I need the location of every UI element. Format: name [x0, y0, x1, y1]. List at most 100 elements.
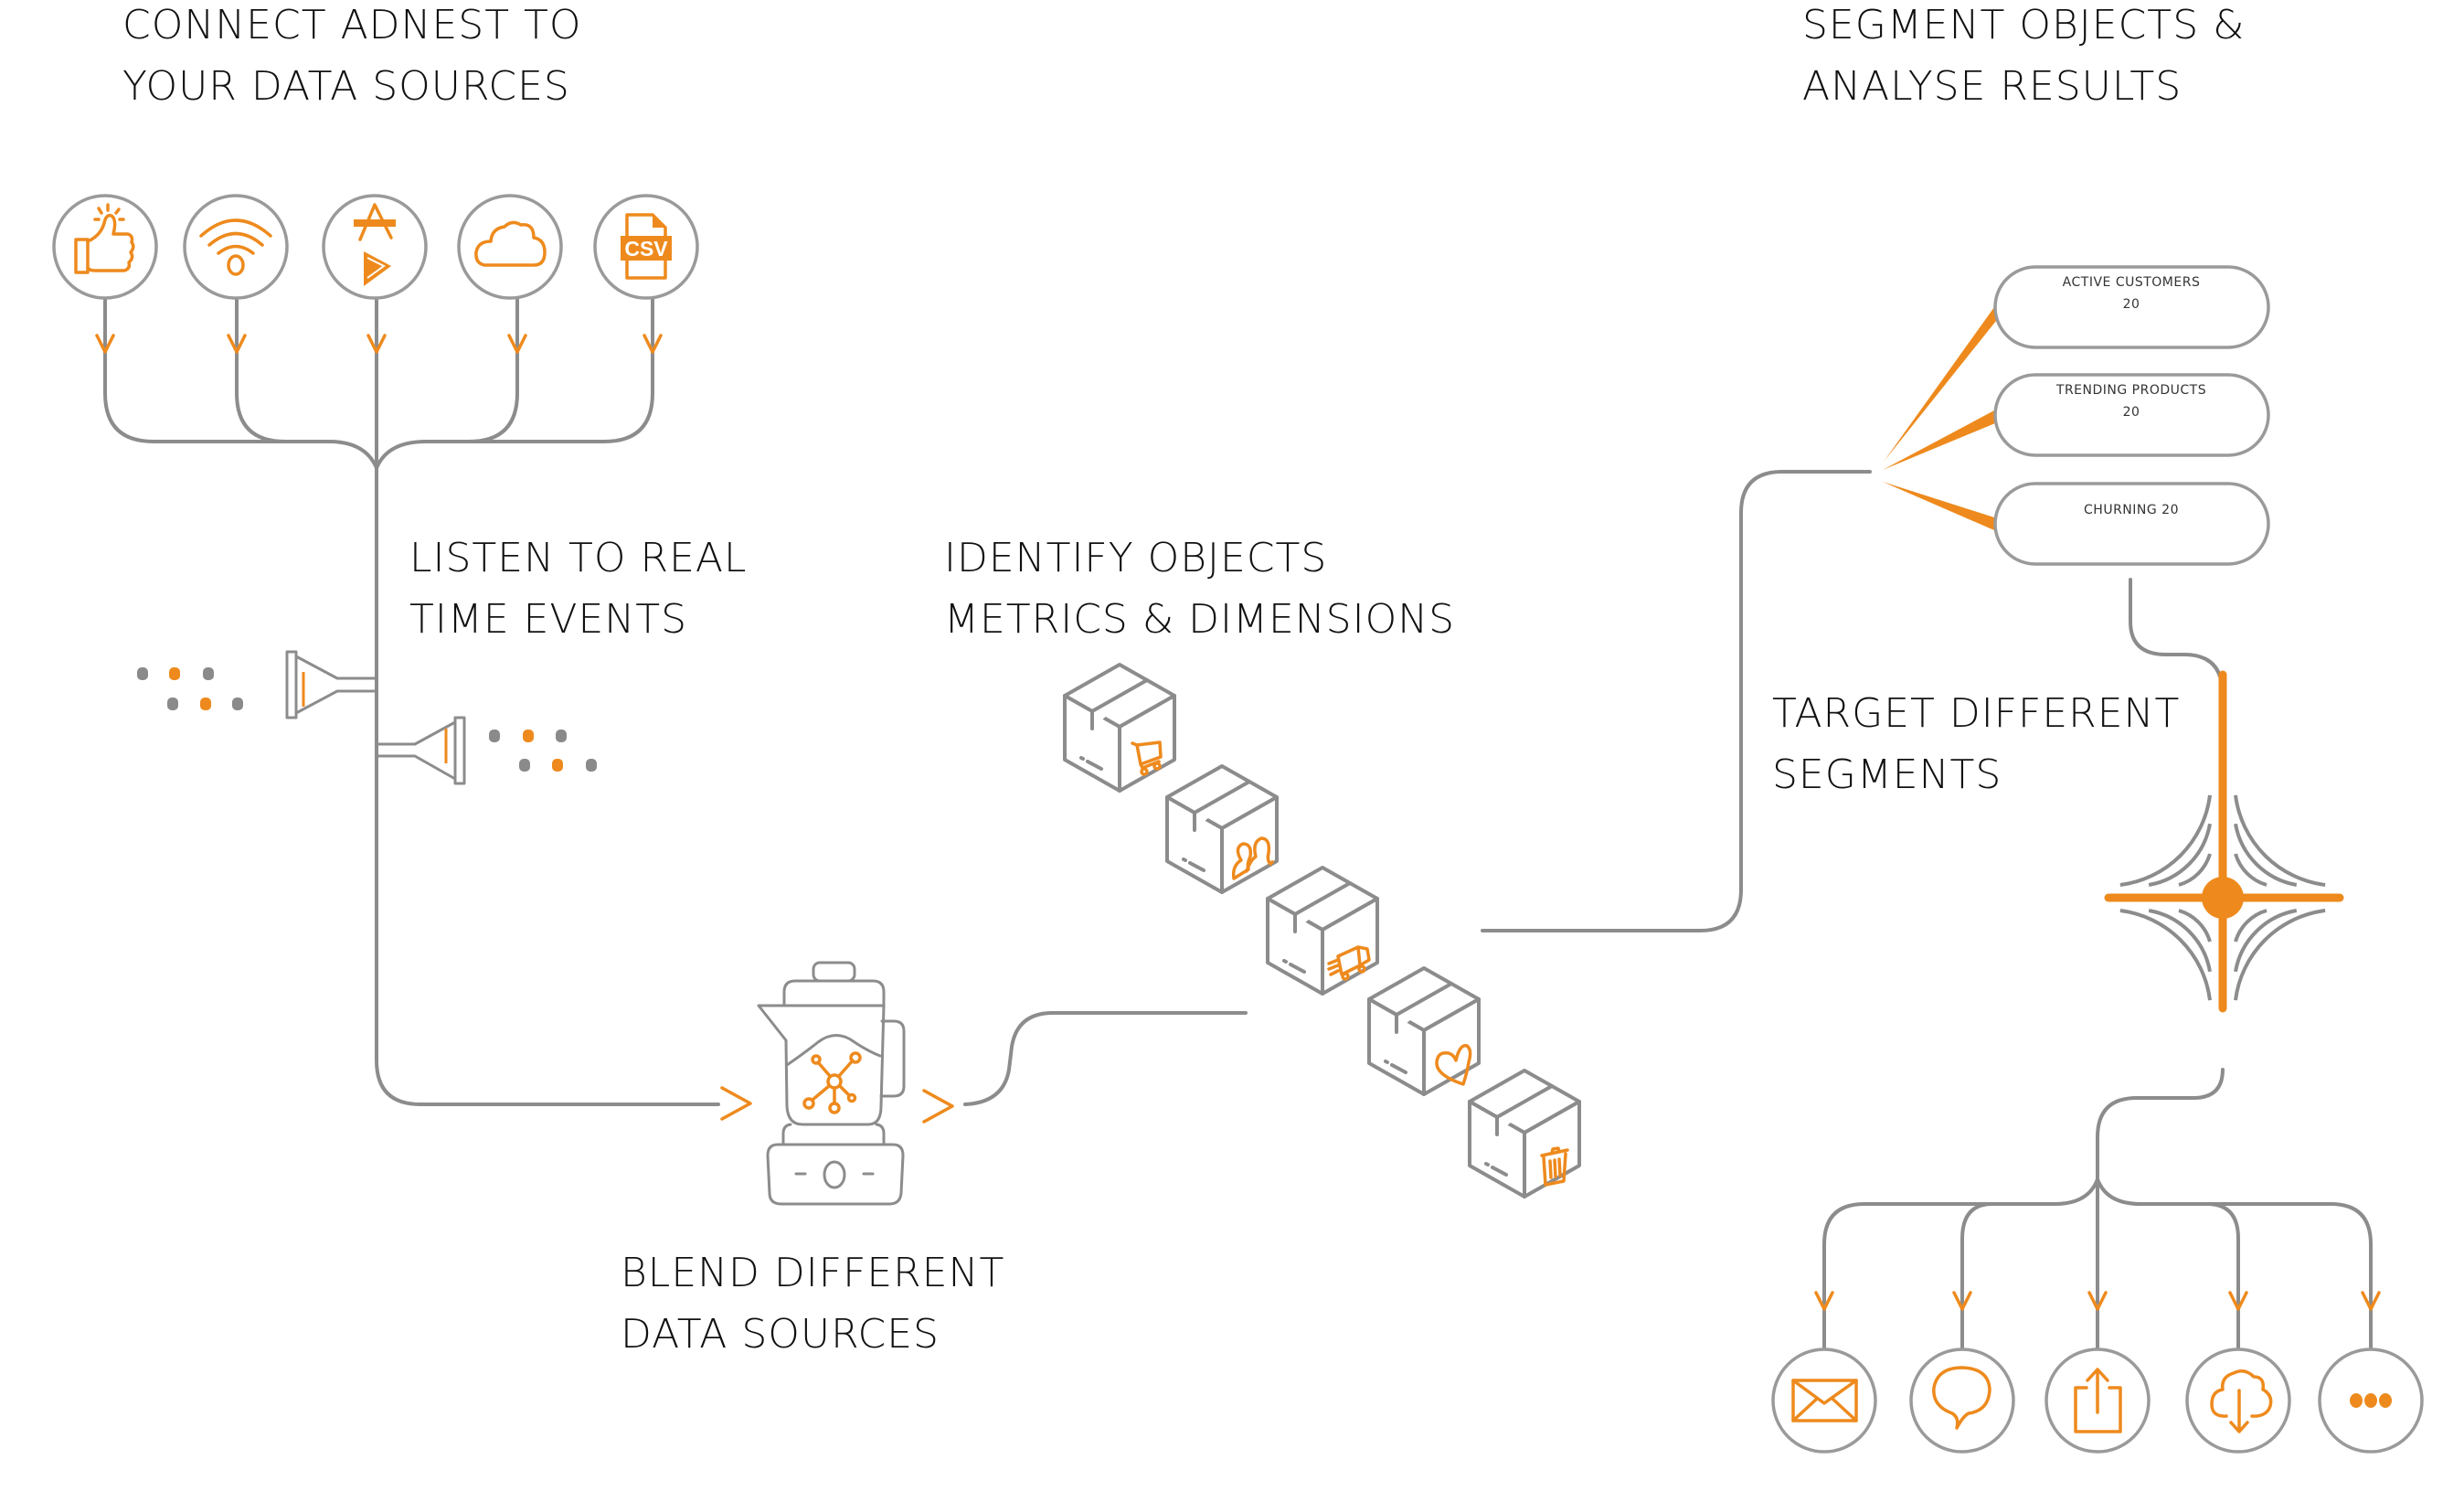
users-icon	[1231, 836, 1274, 880]
arrow-right-icon	[720, 1086, 752, 1121]
data-source-app-stores[interactable]	[322, 194, 428, 300]
output-branch-lines	[1822, 1068, 2373, 1351]
heading-target-line2: SEGMENTS	[1772, 751, 2002, 798]
event-dot	[169, 667, 180, 680]
arrow-down-icon	[95, 334, 115, 354]
event-dot	[556, 730, 567, 742]
target-ring	[2148, 909, 2212, 973]
app-store-play-icon	[354, 203, 396, 286]
object-box[interactable]	[1266, 866, 1379, 996]
arrow-down-icon	[227, 334, 247, 354]
wifi-icon	[199, 218, 272, 276]
segment-pill[interactable]: TRENDING PRODUCTS 20	[1993, 373, 2270, 457]
event-dot	[203, 667, 214, 680]
arrow-down-icon	[2087, 1291, 2108, 1311]
data-source-wifi[interactable]	[183, 194, 289, 300]
heading-connect-data-sources: CONNECT ADNEST TO YOUR DATA SOURCES	[122, 0, 582, 117]
output-arrows	[1814, 1291, 2381, 1311]
heading-identify-objects: IDENTIFY OBJECTS METRICS & DIMENSIONS	[944, 527, 1455, 650]
cloud-download-icon	[2210, 1369, 2273, 1433]
heading-identify-line1: IDENTIFY OBJECTS	[944, 535, 1328, 581]
object-boxes	[1063, 663, 1581, 1198]
object-box[interactable]	[1063, 663, 1176, 793]
object-box[interactable]	[1468, 1069, 1581, 1198]
csv-label: CSV	[624, 237, 668, 261]
source-arrows	[95, 334, 663, 354]
chat-bubble-icon	[1932, 1366, 1991, 1430]
heading-target-segments: TARGET DIFFERENT SEGMENTS	[1772, 683, 2180, 805]
segment-fan-rays	[1883, 307, 1996, 530]
data-source-csv[interactable]: CSV	[593, 194, 699, 300]
output-share[interactable]	[2044, 1348, 2151, 1454]
event-dot	[489, 730, 500, 742]
source-merge-lines	[103, 298, 720, 1106]
target-ring	[2234, 794, 2326, 887]
event-dots-right	[489, 730, 597, 772]
event-dot	[552, 759, 563, 772]
event-dot	[519, 759, 530, 772]
more-dots-icon	[2350, 1393, 2392, 1408]
event-dots-left	[137, 667, 243, 710]
heading-listen-events: LISTEN TO REAL TIME EVENTS	[409, 527, 747, 650]
heading-segment-line1: SEGMENT OBJECTS &	[1802, 2, 2246, 48]
segment-name: TRENDING PRODUCTS	[2055, 383, 2206, 398]
network-icon	[802, 1051, 862, 1114]
event-dot	[200, 698, 211, 710]
event-dot	[167, 698, 178, 710]
cloud-icon	[474, 220, 547, 267]
segment-count: 20	[2123, 297, 2140, 312]
output-chat[interactable]	[1909, 1348, 2015, 1454]
event-dot	[137, 667, 148, 680]
heading-identify-line2: METRICS & DIMENSIONS	[944, 596, 1456, 643]
blend-to-objects-line	[963, 1011, 1248, 1106]
arrow-down-icon	[1952, 1291, 1972, 1311]
target-ring	[2178, 909, 2212, 943]
arrow-down-icon	[507, 334, 527, 354]
arrow-down-icon	[2361, 1291, 2381, 1311]
csv-file-icon: CSV	[621, 213, 672, 280]
arrow-down-icon	[1814, 1291, 1834, 1311]
blender-icon[interactable]	[757, 961, 906, 1206]
target-ring	[2148, 823, 2212, 887]
data-source-cloud[interactable]	[457, 194, 563, 300]
segment-name: ACTIVE CUSTOMERS	[2063, 275, 2201, 290]
target-ring	[2234, 823, 2298, 887]
delivery-truck-icon	[1327, 945, 1371, 981]
output-cloud-download[interactable]	[2185, 1348, 2291, 1454]
segment-name: CHURNING 20	[2084, 503, 2179, 517]
segment-count: 20	[2123, 405, 2140, 420]
objects-to-segments-line	[1481, 470, 1872, 932]
segments-to-target-line	[2129, 578, 2225, 761]
heading-connect-line2: YOUR DATA SOURCES	[122, 63, 570, 110]
event-listener-left	[137, 650, 378, 719]
target-ring	[2119, 909, 2212, 1001]
target-ring	[2234, 909, 2268, 943]
trash-icon	[1540, 1146, 1569, 1187]
event-dot	[523, 730, 534, 742]
heading-blend-sources: BLEND DIFFERENT DATA SOURCES	[621, 1242, 1004, 1365]
data-source-facebook[interactable]	[52, 194, 158, 300]
arrow-down-icon	[643, 334, 663, 354]
output-email[interactable]	[1771, 1348, 1877, 1454]
segment-pill[interactable]: ACTIVE CUSTOMERS 20	[1993, 265, 2270, 349]
target-icon[interactable]	[2104, 670, 2344, 1013]
event-listener-right	[375, 716, 597, 785]
heading-connect-line1: CONNECT ADNEST TO	[122, 2, 582, 48]
segment-pill[interactable]: CHURNING 20	[1993, 482, 2270, 566]
output-more[interactable]	[2318, 1348, 2424, 1454]
arrow-down-icon	[366, 334, 387, 354]
object-box[interactable]	[1367, 966, 1481, 1096]
target-ring	[2119, 794, 2212, 887]
heart-icon	[1435, 1044, 1472, 1086]
heading-blend-line2: DATA SOURCES	[621, 1311, 940, 1358]
object-box[interactable]	[1165, 764, 1279, 894]
shopping-cart-icon	[1131, 740, 1163, 776]
heading-blend-line1: BLEND DIFFERENT	[621, 1250, 1005, 1296]
target-ring	[2234, 853, 2268, 887]
email-icon	[1791, 1379, 1858, 1422]
target-ring	[2234, 909, 2298, 973]
heading-segment-objects: SEGMENT OBJECTS & ANALYSE RESULTS	[1802, 0, 2245, 117]
heading-target-line1: TARGET DIFFERENT	[1772, 690, 2181, 737]
